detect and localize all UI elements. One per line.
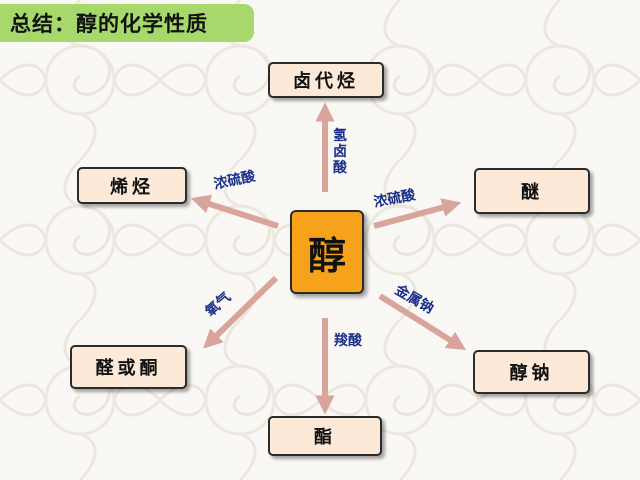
node-haloalkane: 卤代烃 xyxy=(268,62,384,98)
arrow-left-upper xyxy=(190,194,279,229)
arrow-right-lower xyxy=(378,293,467,351)
arrow-right-upper xyxy=(373,198,462,229)
node-ester: 酯 xyxy=(268,416,382,456)
center-alcohol: 醇 xyxy=(290,210,364,294)
node-alkene: 烯烃 xyxy=(77,167,187,204)
node-aldehyde-ketone: 醛或酮 xyxy=(70,345,187,389)
reagent-top: 氢卤酸 xyxy=(333,128,347,176)
reagent-bottom: 羧酸 xyxy=(334,333,362,349)
page-title: 总结：醇的化学性质 xyxy=(10,12,208,36)
node-sodium-alkoxide: 醇钠 xyxy=(473,350,590,394)
title-bar: 总结：醇的化学性质 xyxy=(0,4,254,42)
node-ether: 醚 xyxy=(474,168,590,214)
arrow-left-lower xyxy=(203,275,279,349)
